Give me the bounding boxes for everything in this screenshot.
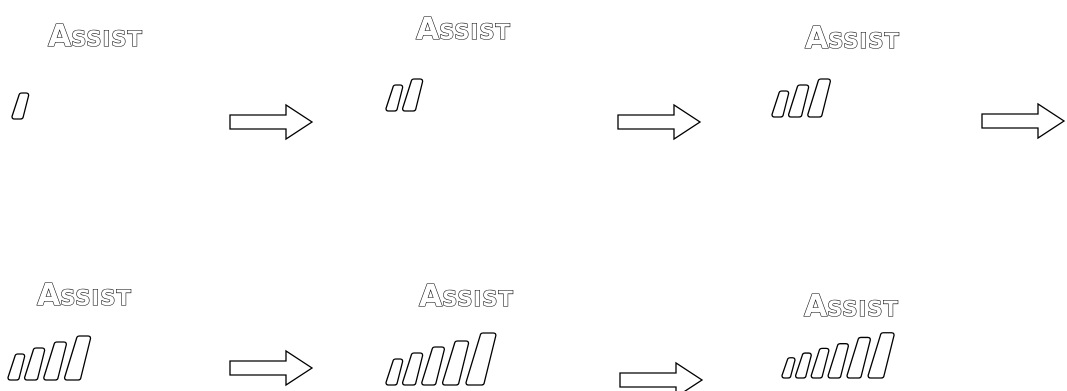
assist-bar-6 xyxy=(867,332,895,379)
assist-label-rest: SSIST xyxy=(60,286,132,310)
assist-label: ASSIST xyxy=(804,289,899,324)
assist-bar-3 xyxy=(43,341,67,381)
assist-bar-5 xyxy=(846,336,871,379)
right-arrow-icon xyxy=(229,349,314,387)
assist-label-initial: A xyxy=(48,19,72,54)
assist-label: ASSIST xyxy=(419,279,514,314)
assist-label-rest: SSIST xyxy=(442,287,514,311)
assist-bar-3 xyxy=(810,347,830,379)
assist-bar-3 xyxy=(807,78,831,118)
assist-frame-4: ASSIST xyxy=(7,277,132,381)
assist-bar-3 xyxy=(421,346,445,386)
assist-bar-1 xyxy=(385,84,404,112)
assist-label-rest: SSIST xyxy=(827,297,899,321)
assist-frame-2: ASSIST xyxy=(385,11,511,112)
assist-label-initial: A xyxy=(416,12,440,47)
assist-label-initial: A xyxy=(37,278,61,313)
assist-bar-1 xyxy=(7,353,26,381)
assist-label-rest: SSIST xyxy=(439,20,511,44)
assist-frame-6: ASSIST xyxy=(781,288,899,379)
assist-frame-1: ASSIST xyxy=(11,18,143,120)
assist-bar-5 xyxy=(465,332,497,386)
assist-bar-2 xyxy=(794,352,812,379)
assist-label-initial: A xyxy=(419,279,443,314)
assist-frame-3: ASSIST xyxy=(771,20,900,118)
assist-label: ASSIST xyxy=(48,19,143,54)
assist-bar-4 xyxy=(827,343,849,379)
assist-bar-1 xyxy=(11,92,30,120)
assist-label-initial: A xyxy=(804,289,828,324)
right-arrow-icon xyxy=(617,103,702,141)
assist-frame-5: ASSIST xyxy=(385,278,514,386)
assist-label: ASSIST xyxy=(805,21,900,56)
assist-bar-2 xyxy=(23,347,46,381)
assist-bar-2 xyxy=(787,84,810,118)
assist-bar-4 xyxy=(63,335,92,381)
assist-label-rest: SSIST xyxy=(71,27,143,51)
assist-label: ASSIST xyxy=(37,278,132,313)
arrows-layer xyxy=(229,102,1066,391)
assist-bar-4 xyxy=(441,340,470,386)
right-arrow-icon xyxy=(619,361,704,391)
assist-label: ASSIST xyxy=(416,12,511,47)
right-arrow-icon xyxy=(981,102,1066,140)
assist-label-rest: SSIST xyxy=(828,29,900,53)
assist-bar-2 xyxy=(401,78,424,112)
assist-bar-1 xyxy=(771,90,790,118)
assist-bar-2 xyxy=(401,352,424,386)
assist-bar-1 xyxy=(781,357,796,379)
assist-label-initial: A xyxy=(805,21,829,56)
right-arrow-icon xyxy=(229,103,314,141)
assist-bar-1 xyxy=(385,358,404,386)
